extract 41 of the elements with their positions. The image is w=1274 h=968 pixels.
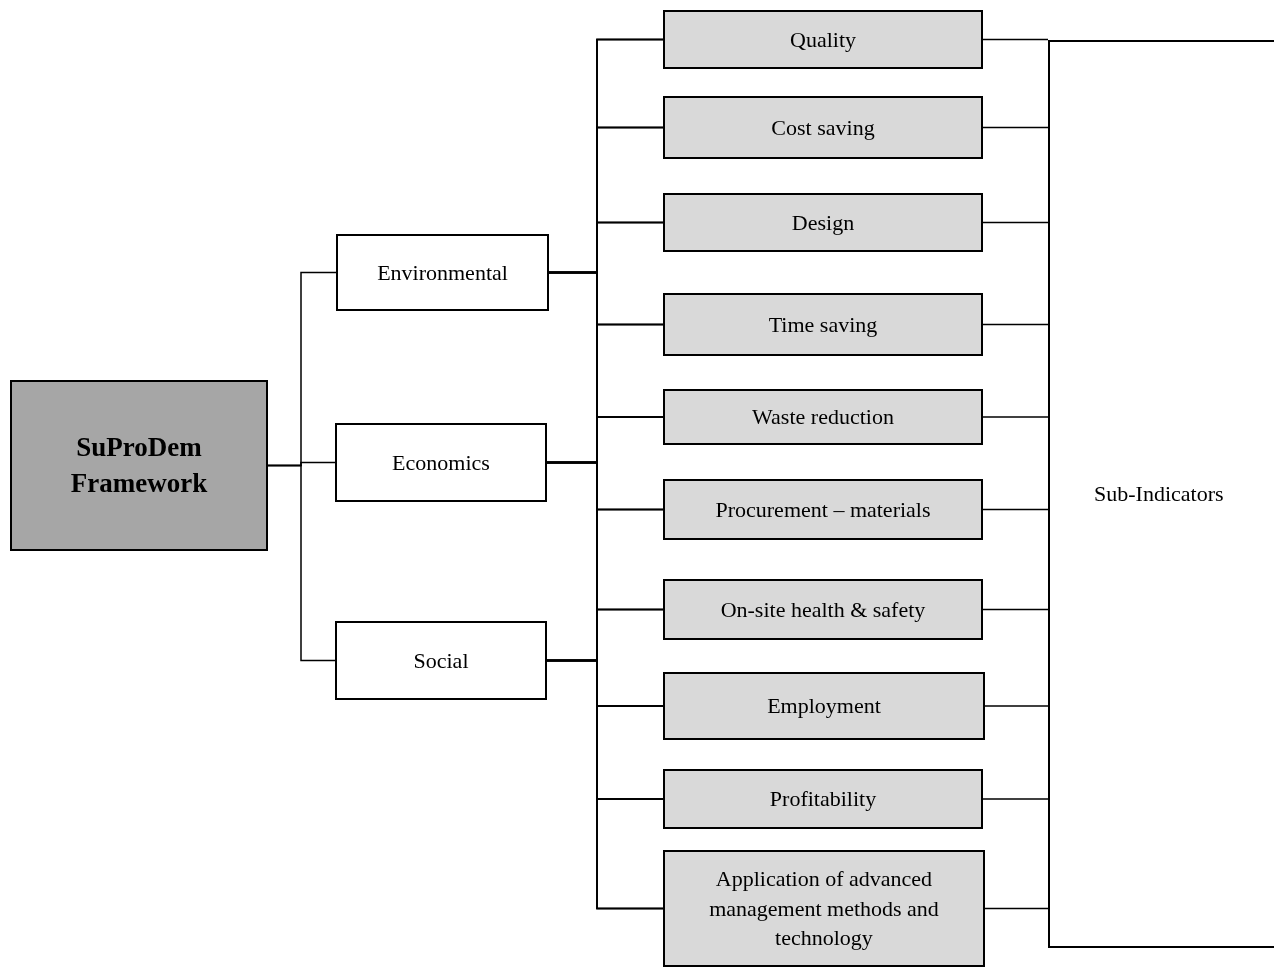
category-box bbox=[335, 621, 547, 700]
node-label: Time saving bbox=[767, 310, 879, 339]
node-label: Design bbox=[790, 208, 856, 237]
indicator-box bbox=[663, 293, 983, 356]
indicator-box bbox=[663, 193, 983, 252]
indicator-box bbox=[663, 579, 983, 640]
root-box bbox=[10, 380, 268, 551]
node-label: Application of advanced management methods and technology bbox=[708, 864, 940, 953]
node-label: Environmental bbox=[376, 258, 509, 287]
sub-indicators-box bbox=[1048, 40, 1274, 948]
node-label: On-site health & safety bbox=[719, 595, 927, 624]
connector-line bbox=[982, 798, 1049, 800]
connector-line bbox=[982, 323, 1049, 326]
node-label: SuProDem Framework bbox=[69, 431, 209, 500]
connector-line bbox=[982, 608, 1049, 611]
indicator-box bbox=[663, 479, 983, 540]
indicator-box bbox=[663, 96, 983, 159]
connector-line bbox=[267, 464, 336, 662]
node-label: Sub-Indicators bbox=[1093, 480, 1225, 509]
node-label: Social bbox=[412, 646, 470, 675]
node-label: Economics bbox=[391, 448, 491, 477]
node-label: Employment bbox=[766, 692, 882, 721]
indicator-box bbox=[663, 850, 985, 967]
connector-line bbox=[982, 38, 1049, 41]
connector-line bbox=[984, 907, 1049, 910]
node-label: Procurement – materials bbox=[714, 495, 932, 524]
indicator-box bbox=[663, 672, 985, 740]
node-label: Cost saving bbox=[770, 113, 876, 142]
indicator-box bbox=[663, 389, 983, 445]
connector-line bbox=[982, 126, 1049, 129]
node-label: Waste reduction bbox=[751, 403, 895, 432]
node-label: Profitability bbox=[768, 785, 878, 814]
connector-line bbox=[982, 508, 1049, 511]
connector-line bbox=[984, 705, 1049, 707]
indicator-box bbox=[663, 10, 983, 69]
category-box bbox=[335, 423, 547, 502]
indicator-box bbox=[663, 769, 983, 829]
category-box bbox=[336, 234, 549, 311]
connector-line bbox=[982, 416, 1049, 418]
node-label: Quality bbox=[789, 25, 857, 54]
connector-line bbox=[982, 221, 1049, 224]
